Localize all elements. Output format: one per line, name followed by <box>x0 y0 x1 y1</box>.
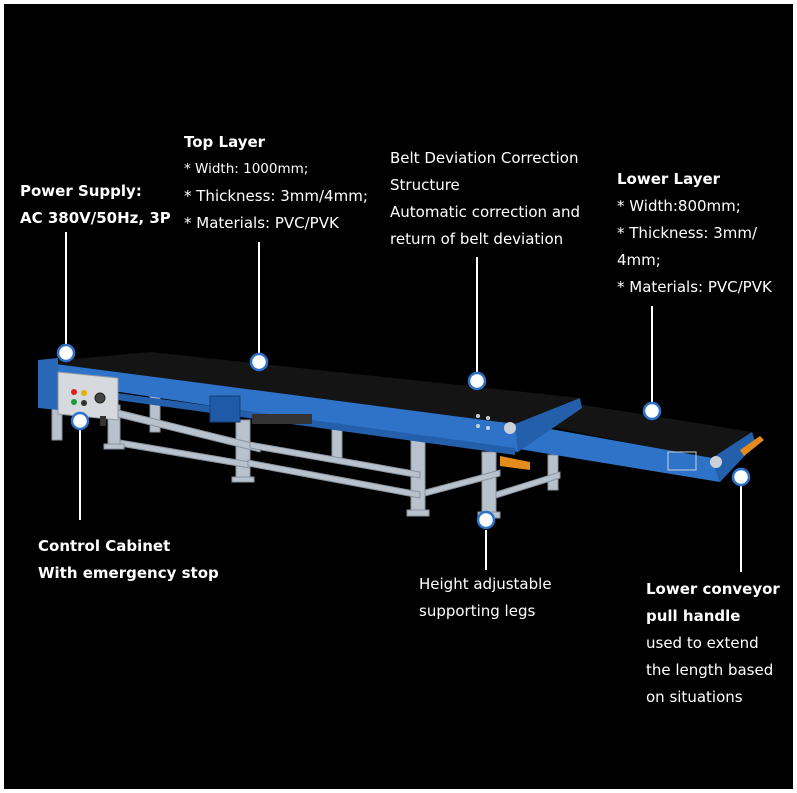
callout-dot-power <box>56 343 76 363</box>
near-end-block <box>38 358 58 410</box>
annotation-line: AC 380V/50Hz, 3P <box>20 209 171 227</box>
foot <box>231 476 255 483</box>
cross-brace <box>424 469 501 497</box>
bolt <box>486 416 490 420</box>
annotation-line: return of belt deviation <box>390 230 564 248</box>
motor-box <box>209 395 241 423</box>
annotation-line: used to extend <box>646 634 759 652</box>
start-button <box>71 399 77 405</box>
lower-frame-end <box>712 432 756 482</box>
annotation-legs: Height adjustable supporting legs <box>419 571 552 625</box>
callout-dot-legs <box>476 510 496 530</box>
cable-gland <box>100 416 106 426</box>
bolt <box>476 424 480 428</box>
roller-end <box>710 456 722 468</box>
annotation-belt-deviation: Belt Deviation Correction Structure Auto… <box>390 145 580 253</box>
roller-end <box>504 422 516 434</box>
cabinet-body <box>57 371 119 421</box>
lower-frame <box>500 420 720 482</box>
callout-dot-handle <box>731 467 751 487</box>
annotation-title-2: pull handle <box>646 607 741 625</box>
foot <box>103 443 125 450</box>
annotation-title: Control Cabinet <box>38 537 171 555</box>
annotation-line: Height adjustable <box>419 575 552 593</box>
annotation-line: * Thickness: 3mm/4mm; <box>184 187 368 205</box>
motor <box>252 414 312 424</box>
orange-bracket <box>500 456 530 470</box>
annotation-lower-layer: Lower Layer * Width:800mm; * Thickness: … <box>617 166 772 301</box>
annotation-line: on situations <box>646 688 743 706</box>
cross-brace <box>249 441 421 479</box>
annotation-line: 4mm; <box>617 251 661 269</box>
callout-dot-top-layer <box>249 352 269 372</box>
callout-dot-cabinet <box>70 411 90 431</box>
emergency-stop <box>71 389 77 395</box>
cross-brace <box>495 471 561 499</box>
leg <box>235 419 251 481</box>
annotation-line: * Materials: PVC/PVK <box>617 278 772 296</box>
cross-brace <box>247 459 421 499</box>
annotation-line: * Materials: PVC/PVK <box>184 214 339 232</box>
annotation-title: Top Layer <box>184 133 266 151</box>
annotation-line: * Thickness: 3mm/ <box>617 224 758 242</box>
annotation-title: Lower Layer <box>617 170 721 188</box>
control-cabinet <box>57 371 119 426</box>
switch <box>81 400 87 406</box>
annotation-line: Belt Deviation Correction <box>390 149 579 167</box>
annotation-pull-handle: Lower conveyor pull handle used to exten… <box>646 576 780 711</box>
annotation-line: Structure <box>390 176 460 194</box>
top-belt <box>40 352 580 424</box>
annotation-power-supply: Power Supply: AC 380V/50Hz, 3P <box>20 178 171 232</box>
bracket-plate <box>667 451 697 471</box>
callouts <box>65 232 742 572</box>
top-frame <box>40 362 518 452</box>
annotation-line: * Width: 1000mm; <box>184 161 309 177</box>
foot <box>406 509 430 517</box>
callout-dot-belt-deviation <box>467 371 487 391</box>
annotation-title: Power Supply: <box>20 182 142 200</box>
annotation-top-layer: Top Layer * Width: 1000mm; * Thickness: … <box>184 129 368 237</box>
rotary-switch <box>94 392 106 404</box>
top-frame-end <box>515 398 582 452</box>
callout-dot-lower-layer <box>642 401 662 421</box>
bolt <box>486 426 490 430</box>
annotation-title: Lower conveyor <box>646 580 780 598</box>
annotation-line: the length based <box>646 661 774 679</box>
leg <box>481 451 497 517</box>
indicator-light <box>81 390 87 396</box>
top-conveyor <box>38 352 582 470</box>
annotation-line: * Width:800mm; <box>617 197 741 215</box>
bolt <box>476 414 480 418</box>
annotation-control-cabinet: Control Cabinet With emergency stop <box>38 533 219 587</box>
leg <box>547 454 559 491</box>
callout-dots <box>56 343 751 530</box>
annotation-line: With emergency stop <box>38 564 219 582</box>
annotation-line: supporting legs <box>419 602 536 620</box>
annotation-line: Automatic correction and <box>390 203 581 221</box>
pull-handle <box>740 436 764 456</box>
